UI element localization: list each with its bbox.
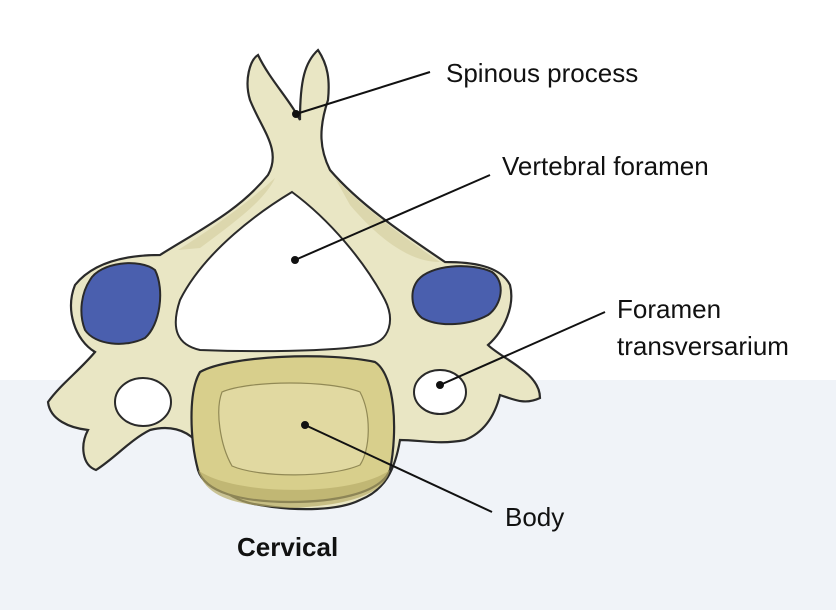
label-foramen-transversarium-line1: Foramen	[617, 294, 721, 324]
left-foramen-transversarium	[114, 377, 172, 427]
leader-line-foramen-transversarium	[439, 311, 606, 386]
label-vertebral-foramen: Vertebral foramen	[502, 151, 709, 181]
leader-dot-spinous-process	[292, 110, 300, 118]
vertebral-body	[190, 355, 396, 508]
leader-lines	[291, 71, 606, 513]
left-articular-facet	[80, 262, 162, 345]
leader-dot-vertebral-foramen	[291, 256, 299, 264]
vertebral-foramen-hole	[174, 190, 391, 353]
label-spinous-process: Spinous process	[446, 58, 638, 88]
right-articular-facet	[411, 265, 502, 326]
figure-caption: Cervical	[237, 532, 338, 562]
right-foramen-transversarium	[413, 369, 467, 415]
leader-dot-foramen-transversarium	[436, 381, 444, 389]
leader-line-body	[304, 424, 493, 513]
leader-line-spinous-process	[295, 71, 431, 115]
leader-dot-body	[301, 421, 309, 429]
label-body: Body	[505, 502, 564, 532]
label-foramen-transversarium-line2: transversarium	[617, 331, 789, 361]
leader-line-vertebral-foramen	[294, 174, 491, 261]
